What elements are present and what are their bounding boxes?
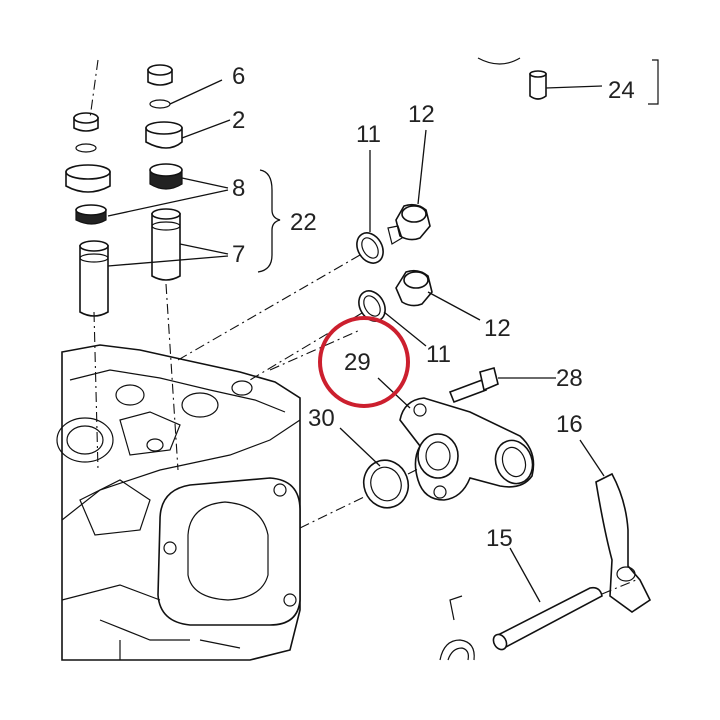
label-11-upper: 11: [356, 121, 381, 148]
highlight-circle: [318, 316, 410, 408]
plug-lower: [395, 269, 433, 307]
label-2: 2: [232, 107, 245, 134]
label-12-lower: 12: [484, 315, 511, 342]
label-6: 6: [232, 63, 245, 90]
label-12-upper: 12: [408, 101, 435, 128]
plug-upper: [387, 203, 431, 245]
valve-guide-left-stack: [65, 112, 111, 317]
washer-upper: [356, 232, 384, 264]
shift-rod: [492, 586, 603, 651]
label-16: 16: [556, 411, 583, 438]
leader-lines: [107, 79, 605, 603]
label-7: 7: [232, 241, 245, 268]
thermostat-housing: [399, 397, 535, 501]
label-24: 24: [608, 77, 635, 104]
cylinder-head: [56, 344, 301, 661]
label-28: 28: [556, 365, 583, 392]
valve-guide-right-stack: [145, 64, 183, 281]
label-30: 30: [308, 405, 335, 432]
label-22: 22: [290, 209, 317, 236]
label-8: 8: [232, 175, 245, 202]
bolt: [448, 367, 499, 404]
spring: [439, 595, 475, 661]
top-right-fragment: [477, 57, 659, 105]
gasket-ring: [362, 459, 410, 509]
label-15: 15: [486, 525, 513, 552]
label-29: 29: [344, 349, 371, 376]
shift-fork: [595, 472, 652, 613]
label-11-lower: 11: [426, 341, 451, 368]
